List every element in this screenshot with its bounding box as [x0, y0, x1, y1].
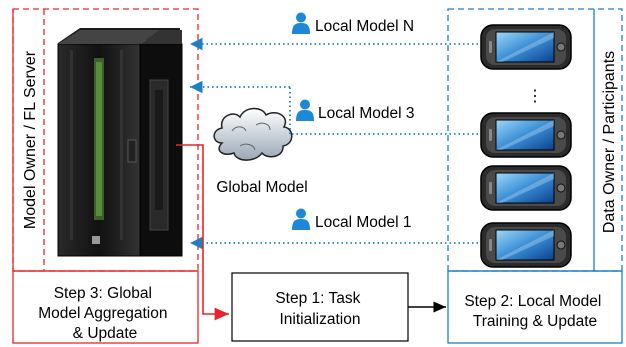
- step2-box: Step 2: Local Model Training & Update: [447, 270, 623, 344]
- local-model-3: Local Model 3: [296, 99, 415, 122]
- participants-panel: Data Owner / Participants: [447, 8, 623, 272]
- local-model-1-label: Local Model 1: [315, 214, 412, 231]
- phone-icon: [480, 112, 572, 158]
- user-icon: [296, 99, 314, 121]
- cloud-icon: [213, 107, 293, 161]
- step3-label: Step 3: Global Model Aggregation & Updat…: [38, 285, 172, 342]
- user-icon: [292, 208, 310, 230]
- server-to-step1-arrow: [176, 144, 229, 321]
- participants-vertical-label: Data Owner / Participants: [601, 51, 618, 233]
- ellipsis: ⋮: [527, 88, 543, 105]
- local-model-3-label: Local Model 3: [318, 105, 415, 122]
- global-model-label: Global Model: [216, 179, 307, 196]
- step2-label: Step 2: Local Model Training & Update: [464, 293, 605, 330]
- step1-label: Step 1: Task Initialization: [275, 290, 364, 328]
- phone-icon: [480, 24, 572, 70]
- local-model-1: Local Model 1: [292, 208, 412, 231]
- step3-box: Step 3: Global Model Aggregation & Updat…: [12, 270, 199, 344]
- local-model-arrows: [190, 37, 478, 250]
- phone-icon: [480, 165, 572, 211]
- local-model-n: Local Model N: [292, 12, 414, 35]
- user-icon: [292, 12, 310, 34]
- step1-box: Step 1: Task Initialization: [231, 272, 409, 342]
- fl-server-vertical-label: Model Owner / FL Server: [22, 50, 39, 229]
- server-rack-icon: [57, 28, 183, 257]
- local-model-n-label: Local Model N: [315, 18, 414, 35]
- phone-icon: [480, 222, 572, 268]
